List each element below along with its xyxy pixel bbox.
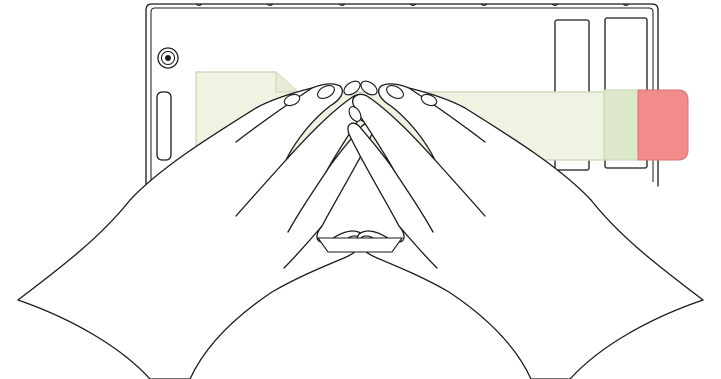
sheet-red-tab bbox=[637, 89, 689, 161]
right-hand-outline bbox=[347, 83, 704, 379]
paper-sheet-flap bbox=[275, 72, 298, 93]
right-finger-line-2 bbox=[394, 171, 434, 233]
left-thumb-line bbox=[283, 225, 323, 269]
left-nail-middle bbox=[317, 85, 335, 99]
tablet-inner-edge bbox=[150, 7, 654, 182]
paper-between-thumbs bbox=[316, 237, 404, 253]
tablet-side-slot bbox=[156, 91, 172, 161]
right-hand bbox=[347, 80, 704, 379]
right-nail-index bbox=[360, 80, 378, 96]
sheet-mid-tab bbox=[603, 89, 639, 161]
left-finger-line-1 bbox=[235, 159, 287, 217]
right-nail-middle bbox=[386, 85, 404, 99]
right-nail-little bbox=[348, 106, 362, 122]
right-finger-line-1 bbox=[434, 159, 486, 217]
tablet-body bbox=[145, 3, 659, 187]
left-nail-index bbox=[343, 80, 361, 96]
camera-icon bbox=[157, 47, 179, 69]
right-thumb-line bbox=[398, 225, 438, 269]
tablet-top-notches bbox=[195, 3, 630, 6]
right-finger-line-3 bbox=[408, 87, 486, 143]
left-finger-line-2 bbox=[287, 171, 327, 233]
right-nail-ring bbox=[420, 93, 438, 107]
left-finger-line-3 bbox=[235, 87, 313, 143]
left-nail-ring bbox=[283, 93, 301, 107]
